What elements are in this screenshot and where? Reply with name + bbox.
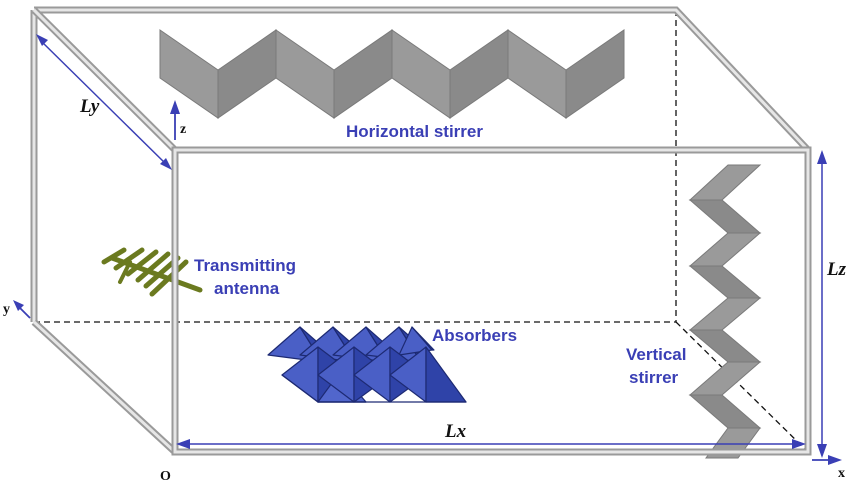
vertical-stirrer bbox=[688, 164, 762, 459]
axis-x-label: x bbox=[838, 466, 845, 481]
lx-arrowhead-end bbox=[792, 439, 806, 449]
lx-label: Lx bbox=[444, 421, 467, 442]
lz-arrowhead-end bbox=[817, 444, 827, 458]
lz-label: Lz bbox=[826, 259, 847, 280]
vertical-stirrer-label-line1: Vertical bbox=[626, 345, 687, 364]
axis-z-label: z bbox=[180, 122, 186, 137]
transmitting-antenna bbox=[101, 247, 203, 297]
transmitting-antenna-label-line2: antenna bbox=[214, 279, 280, 298]
absorbers-label: Absorbers bbox=[432, 326, 517, 345]
absorbers bbox=[267, 326, 467, 403]
lz-arrowhead-start bbox=[817, 150, 827, 164]
component-labels: Horizontal stirrer Vertical stirrer Tran… bbox=[194, 122, 687, 387]
lx-arrowhead-start bbox=[176, 439, 190, 449]
chamber-frame bbox=[30, 6, 812, 456]
ly-arrowhead-start bbox=[36, 34, 48, 46]
hidden-edge-right-bottom bbox=[675, 321, 809, 453]
dimension-lines: Ly Lx Lz bbox=[36, 34, 847, 458]
origin-label: O bbox=[160, 469, 171, 484]
y-axis-arrowhead bbox=[13, 300, 24, 311]
ly-label: Ly bbox=[79, 96, 100, 117]
z-axis-arrowhead bbox=[170, 100, 180, 114]
ly-arrowhead-end bbox=[160, 158, 172, 170]
hidden-edges bbox=[34, 10, 809, 453]
transmitting-antenna-label-line1: Transmitting bbox=[194, 256, 296, 275]
axes: z y x O bbox=[3, 100, 845, 484]
vertical-stirrer-label-line2: stirrer bbox=[629, 368, 679, 387]
horizontal-stirrer-label: Horizontal stirrer bbox=[346, 122, 483, 141]
axis-y-label: y bbox=[3, 302, 10, 317]
horizontal-stirrer bbox=[159, 29, 625, 119]
x-axis-arrowhead bbox=[828, 455, 842, 465]
